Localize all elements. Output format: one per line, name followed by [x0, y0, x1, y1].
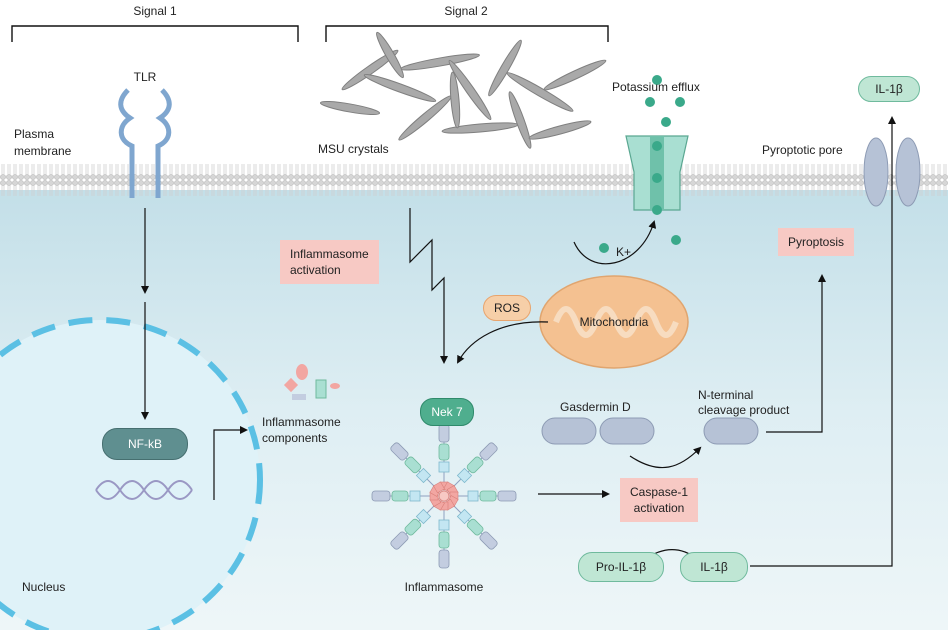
- gasdermin-d-label: Gasdermin D: [560, 400, 631, 414]
- plasma-membrane-label-line2: membrane: [14, 144, 72, 158]
- signal1-label: Signal 1: [133, 4, 177, 18]
- inflammasome-center: [438, 490, 450, 502]
- ros-pill: ROS: [483, 295, 531, 321]
- dna-icon: [95, 480, 193, 500]
- inflammasome-wheel: [371, 423, 517, 569]
- inflammasome-activation-box: Inflammasome activation: [280, 240, 379, 284]
- inflammasome-components-line1: Inflammasome: [262, 415, 341, 429]
- n-terminal-label-line2: cleavage product: [698, 403, 790, 417]
- msu-crystals-label: MSU crystals: [318, 142, 389, 156]
- il1b-top-label: IL-1β: [875, 82, 903, 96]
- n-terminal-shape: [703, 417, 759, 445]
- k-plus-label: K+: [616, 245, 632, 259]
- mitochondria-label: Mitochondria: [579, 315, 649, 329]
- nfkb-pill: NF-kB: [102, 428, 188, 460]
- nucleus-label: Nucleus: [22, 580, 66, 594]
- plasma-membrane-label-line1: Plasma: [14, 127, 55, 141]
- il1b-mid-label: IL-1β: [700, 560, 728, 574]
- inflammasome-arm: [390, 442, 435, 487]
- il1b-mid-pill: IL-1β: [680, 552, 748, 582]
- inflammasome-arm: [453, 442, 498, 487]
- inflammasome-components-line2: components: [262, 431, 328, 445]
- tlr-label: TLR: [133, 70, 157, 84]
- potassium-efflux-label: Potassium efflux: [612, 80, 700, 94]
- nek7-pill: Nek 7: [420, 398, 474, 426]
- inflammasome-activation-line1: Inflammasome: [290, 247, 369, 261]
- pyroptotic-pore-label: Pyroptotic pore: [762, 143, 843, 157]
- signal1-bracket: [11, 25, 299, 42]
- caspase1-line1: Caspase-1: [630, 485, 689, 499]
- plasma-membrane: [0, 160, 948, 196]
- msu-crystals: [319, 31, 607, 149]
- n-terminal-label-line1: N-terminal: [698, 388, 754, 402]
- inflammasome-label: Inflammasome: [404, 580, 484, 594]
- il1b-top-pill: IL-1β: [858, 76, 920, 102]
- inflammasome-arm: [371, 490, 430, 502]
- inflammasome-component-icons: [283, 364, 340, 400]
- inflammasome-arm: [438, 423, 450, 482]
- inflammasome-activation-line2: activation: [290, 263, 341, 277]
- nucleus: [0, 317, 263, 635]
- inflammasome-arm: [458, 490, 517, 502]
- inflammasome-arm: [438, 510, 450, 569]
- gasdermin-d-shape: [541, 417, 655, 445]
- pro-il1b-label: Pro-IL-1β: [595, 560, 647, 574]
- caspase1-activation-box: Caspase-1 activation: [620, 478, 699, 522]
- tlr-receptor: [118, 88, 172, 198]
- pyroptotic-pore: [863, 137, 921, 207]
- potassium-ions: [599, 75, 685, 253]
- inflammasome-core-unit: [433, 481, 445, 494]
- signal2-bracket: [325, 25, 609, 42]
- inflammasome-arm: [453, 505, 498, 550]
- pyroptosis-label: Pyroptosis: [788, 235, 845, 249]
- ros-label: ROS: [493, 301, 520, 315]
- pyroptosis-box: Pyroptosis: [778, 228, 855, 256]
- caspase1-line2: activation: [633, 501, 685, 515]
- signal2-label: Signal 2: [444, 4, 488, 18]
- inflammasome-arm: [390, 505, 435, 550]
- nek7-label: Nek 7: [431, 405, 463, 419]
- pro-il1b-pill: Pro-IL-1β: [578, 552, 664, 582]
- nfkb-label: NF-kB: [128, 437, 162, 451]
